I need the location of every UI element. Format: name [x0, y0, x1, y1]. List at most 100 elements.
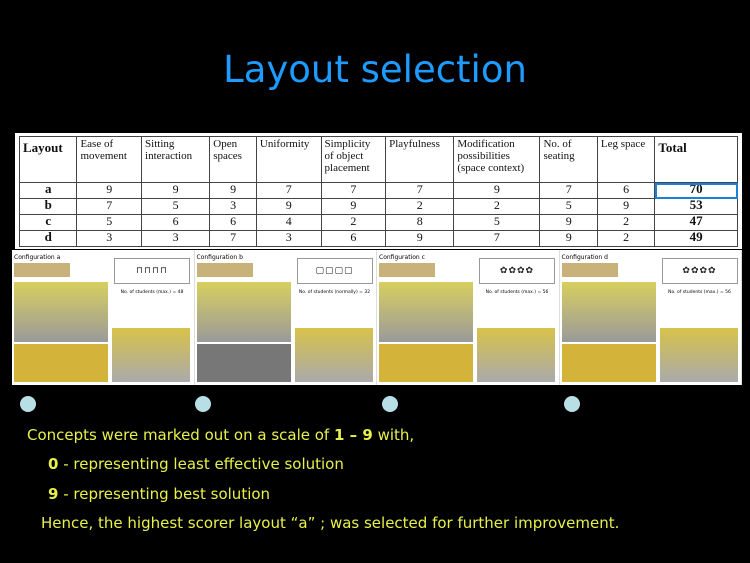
- score-cell: 6: [596, 182, 656, 199]
- render-image: [196, 344, 291, 382]
- score-cell: 7: [453, 230, 541, 247]
- score-cell: 6: [320, 230, 387, 247]
- scale-value: 9: [48, 485, 59, 503]
- render-image: [477, 328, 555, 382]
- render-image: [294, 328, 373, 382]
- score-cell: 5: [141, 198, 211, 215]
- render-image: [196, 282, 291, 342]
- bullet-icon: [382, 396, 398, 412]
- note-text: Concepts were marked out on a scale of: [27, 426, 334, 444]
- score-cell: 7: [255, 182, 322, 199]
- bus-side-image: [14, 344, 108, 382]
- configuration-label: Configuration a: [14, 254, 61, 261]
- score-cell: 7: [539, 182, 598, 199]
- header-cell: Open spaces: [209, 136, 257, 183]
- score-cell: 3: [76, 230, 143, 247]
- floor-plan-image: ▢▢▢▢: [296, 258, 373, 284]
- score-cell: 9: [539, 230, 598, 247]
- header-cell: Ease of movement: [76, 136, 143, 183]
- table-swatch-image: [379, 263, 435, 277]
- score-cell: 7: [385, 182, 455, 199]
- header-cell: Leg space: [596, 136, 656, 183]
- render-image: [14, 282, 108, 342]
- score-cell: 9: [596, 198, 656, 215]
- note-line: 9 - representing best solution: [48, 485, 270, 503]
- score-cell: 7: [209, 230, 257, 247]
- note-line: Concepts were marked out on a scale of 1…: [27, 426, 414, 444]
- configuration-panel: Configuration b ▢▢▢▢ No. of students (no…: [195, 250, 377, 385]
- table-swatch-image: [561, 263, 618, 277]
- score-cell: 9: [141, 182, 211, 199]
- floor-plan-image: ✿✿✿✿: [661, 258, 738, 284]
- score-cell: 9: [453, 182, 541, 199]
- render-image: [379, 282, 473, 342]
- score-cell: 5: [76, 214, 143, 231]
- configuration-panel: Configuration d ✿✿✿✿ No. of students (ma…: [560, 250, 742, 385]
- score-cell: 6: [209, 214, 257, 231]
- note-text: - representing least effective solution: [58, 455, 344, 473]
- student-count: No. of students (max.) = 48: [120, 290, 184, 295]
- header-cell: Uniformity: [255, 136, 322, 183]
- table-swatch-image: [14, 263, 70, 277]
- configuration-panel: Configuration a ⊓⊓⊓⊓ No. of students (ma…: [12, 250, 195, 385]
- student-count: No. of students (normally) = 32: [298, 290, 371, 295]
- score-cell: 2: [596, 230, 656, 247]
- table-swatch-image: [196, 263, 253, 277]
- header-cell: Total: [654, 136, 738, 183]
- render-image: [112, 328, 190, 382]
- slide-title: Layout selection: [223, 48, 527, 91]
- header-cell: Layout: [18, 136, 78, 183]
- conclusion-line: Hence, the highest scorer layout “a” ; w…: [41, 514, 620, 532]
- student-count: No. of students (max.) = 56: [668, 290, 731, 295]
- total-cell: 49: [654, 230, 738, 247]
- student-count: No. of students (max.) = 56: [485, 290, 549, 295]
- bullet-icon: [564, 396, 580, 412]
- note-text: - representing best solution: [58, 485, 271, 503]
- configuration-label: Configuration c: [379, 254, 425, 261]
- configuration-label: Configuration d: [561, 254, 608, 261]
- score-cell: 4: [255, 214, 322, 231]
- render-image: [659, 328, 738, 382]
- score-cell: 7: [320, 182, 387, 199]
- score-cell: 2: [320, 214, 387, 231]
- header-cell: Simplicity of object placement: [320, 136, 387, 183]
- render-image: [561, 282, 656, 342]
- note-line: 0 - representing least effective solutio…: [48, 455, 344, 473]
- layout-cell: d: [18, 230, 78, 247]
- header-cell: No. of seating: [539, 136, 598, 183]
- score-cell: 2: [453, 198, 541, 215]
- configuration-images: Configuration a ⊓⊓⊓⊓ No. of students (ma…: [12, 250, 742, 385]
- bus-side-image: [379, 344, 473, 382]
- score-cell: 9: [209, 182, 257, 199]
- score-cell: 3: [255, 230, 322, 247]
- scoring-table: Layout Ease of movement Sitting interact…: [15, 133, 742, 249]
- score-cell: 8: [385, 214, 455, 231]
- score-cell: 2: [596, 214, 656, 231]
- floor-plan-image: ✿✿✿✿: [479, 258, 555, 284]
- score-cell: 9: [76, 182, 143, 199]
- scale-range: 1 – 9: [333, 426, 373, 444]
- score-cell: 9: [539, 214, 598, 231]
- score-cell: 3: [209, 198, 257, 215]
- header-cell: Modification possibilities (space contex…: [453, 136, 541, 183]
- bullet-icon: [195, 396, 211, 412]
- note-text: with,: [372, 426, 415, 444]
- configuration-panel: Configuration c ✿✿✿✿ No. of students (ma…: [377, 250, 560, 385]
- score-cell: 9: [320, 198, 387, 215]
- score-cell: 7: [76, 198, 143, 215]
- floor-plan-image: ⊓⊓⊓⊓: [114, 258, 190, 284]
- score-cell: 2: [385, 198, 455, 215]
- bus-side-image: [561, 344, 656, 382]
- header-cell: Sitting interaction: [141, 136, 211, 183]
- bullet-icon: [20, 396, 36, 412]
- score-cell: 3: [141, 230, 211, 247]
- score-cell: 9: [385, 230, 455, 247]
- score-cell: 6: [141, 214, 211, 231]
- score-cell: 9: [255, 198, 322, 215]
- configuration-label: Configuration b: [196, 254, 243, 261]
- header-cell: Playfulness: [385, 136, 455, 183]
